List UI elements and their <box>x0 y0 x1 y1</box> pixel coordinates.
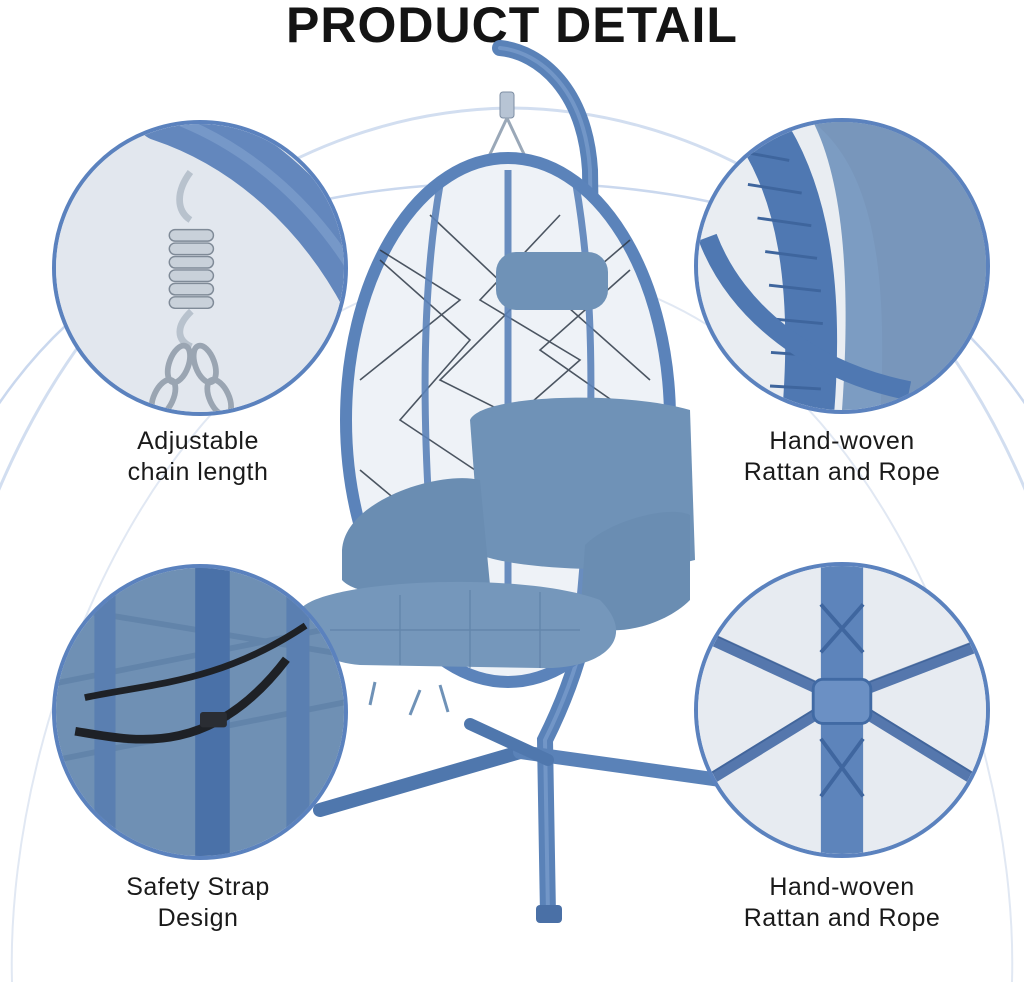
caption-line: Rattan and Rope <box>743 904 941 932</box>
feature-caption-rattan-top: Hand-woven Rattan and Rope <box>692 426 992 488</box>
safety-strap-closeup <box>52 564 348 860</box>
rattan-cushion-closeup <box>694 118 990 414</box>
caption-line: Design <box>157 904 239 932</box>
caption-line: Hand-woven <box>769 427 915 455</box>
feature-caption-rattan-bottom: Hand-woven Rattan and Rope <box>692 872 992 934</box>
rattan-cushion-image <box>698 122 986 410</box>
egg-chair-illustration <box>299 40 727 923</box>
page-title: PRODUCT DETAIL <box>286 0 738 53</box>
caption-line: chain length <box>127 458 269 486</box>
caption-line: Rattan and Rope <box>743 458 941 486</box>
chain-spring-image <box>56 124 344 412</box>
caption-line: Safety Strap <box>126 873 270 901</box>
safety-strap-image <box>56 568 344 856</box>
feature-caption-chain: Adjustable chain length <box>48 426 348 488</box>
chain-spring-closeup <box>52 120 348 416</box>
caption-line: Hand-woven <box>769 873 915 901</box>
rope-joint-closeup <box>694 562 990 858</box>
feature-caption-strap: Safety Strap Design <box>48 872 348 934</box>
caption-line: Adjustable <box>137 427 259 455</box>
rope-joint-image <box>698 566 986 854</box>
